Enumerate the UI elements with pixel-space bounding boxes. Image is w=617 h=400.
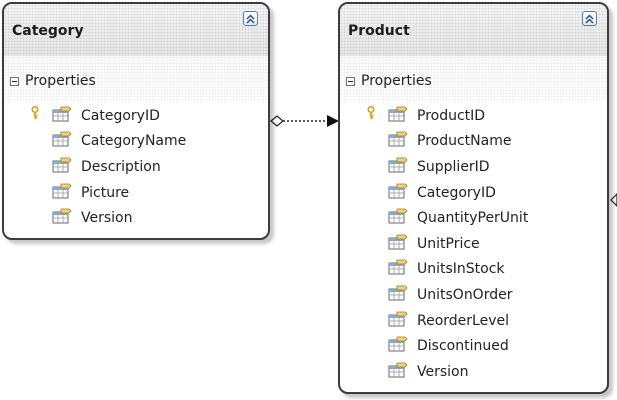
collapse-button[interactable] <box>582 11 597 26</box>
property-icon <box>52 183 72 203</box>
property-icon <box>52 131 72 151</box>
property-item[interactable]: ProductID <box>367 103 528 129</box>
property-item[interactable]: CategoryID <box>374 180 528 206</box>
property-name: UnitPrice <box>417 235 480 252</box>
property-name: Picture <box>81 184 130 201</box>
property-item[interactable]: CategoryName <box>38 129 186 155</box>
key-icon <box>367 105 375 123</box>
properties-band <box>340 56 607 102</box>
property-item[interactable]: Picture <box>38 180 186 206</box>
property-name: ProductID <box>417 107 486 124</box>
property-icon <box>388 208 408 228</box>
properties-group-label: Properties <box>25 73 96 89</box>
property-item[interactable]: ProductName <box>374 129 528 155</box>
minus-box-icon[interactable] <box>10 76 19 86</box>
property-icon <box>388 157 408 177</box>
entity-title: Category <box>12 23 84 39</box>
property-item[interactable]: ReorderLevel <box>374 308 528 334</box>
property-icon <box>52 157 72 177</box>
property-icon <box>388 336 408 356</box>
property-name: SupplierID <box>417 158 490 175</box>
property-icon <box>388 311 408 331</box>
property-item[interactable]: Version <box>374 359 528 385</box>
property-name: CategoryID <box>417 184 496 201</box>
collapse-button[interactable] <box>243 11 258 26</box>
property-icon <box>388 131 408 151</box>
property-item[interactable]: CategoryID <box>31 103 186 129</box>
property-name: UnitsInStock <box>417 261 505 278</box>
property-name: Version <box>81 210 133 227</box>
property-icon <box>388 183 408 203</box>
property-item[interactable]: UnitsInStock <box>374 257 528 283</box>
property-icon <box>388 362 408 382</box>
property-name: ReorderLevel <box>417 312 509 329</box>
property-name: Discontinued <box>417 338 509 355</box>
property-item[interactable]: UnitPrice <box>374 231 528 257</box>
key-icon <box>31 105 39 123</box>
entity-title: Product <box>348 23 410 39</box>
property-name: CategoryName <box>81 133 187 150</box>
property-item[interactable]: QuantityPerUnit <box>374 205 528 231</box>
property-icon <box>388 285 408 305</box>
property-name: Description <box>81 158 161 175</box>
property-item[interactable]: Discontinued <box>374 333 528 359</box>
property-name: UnitsOnOrder <box>417 286 513 303</box>
property-name: QuantityPerUnit <box>417 210 529 227</box>
double-chevron-up-icon <box>246 14 255 23</box>
property-icon <box>388 259 408 279</box>
property-icon <box>388 106 408 126</box>
property-name: ProductName <box>417 133 512 150</box>
outgoing-connector-diamond <box>610 193 617 207</box>
double-chevron-up-icon <box>585 14 594 23</box>
property-icon <box>52 208 72 228</box>
association-origin-diamond <box>270 115 284 127</box>
property-name: CategoryID <box>81 107 160 124</box>
minus-box-icon[interactable] <box>346 76 355 86</box>
property-item[interactable]: Description <box>38 154 186 180</box>
properties-group-header[interactable]: Properties <box>10 73 96 89</box>
association-arrowhead <box>327 115 339 127</box>
entity-header <box>4 4 268 57</box>
properties-group-header[interactable]: Properties <box>346 73 432 89</box>
entity-category[interactable]: Category Properties CategoryID CategoryNa… <box>2 2 270 240</box>
property-item[interactable]: Version <box>38 205 186 231</box>
property-icon <box>52 106 72 126</box>
properties-band <box>4 56 268 102</box>
property-name: Version <box>417 363 469 380</box>
property-icon <box>388 234 408 254</box>
property-item[interactable]: SupplierID <box>374 154 528 180</box>
properties-group-label: Properties <box>361 73 432 89</box>
property-item[interactable]: UnitsOnOrder <box>374 282 528 308</box>
